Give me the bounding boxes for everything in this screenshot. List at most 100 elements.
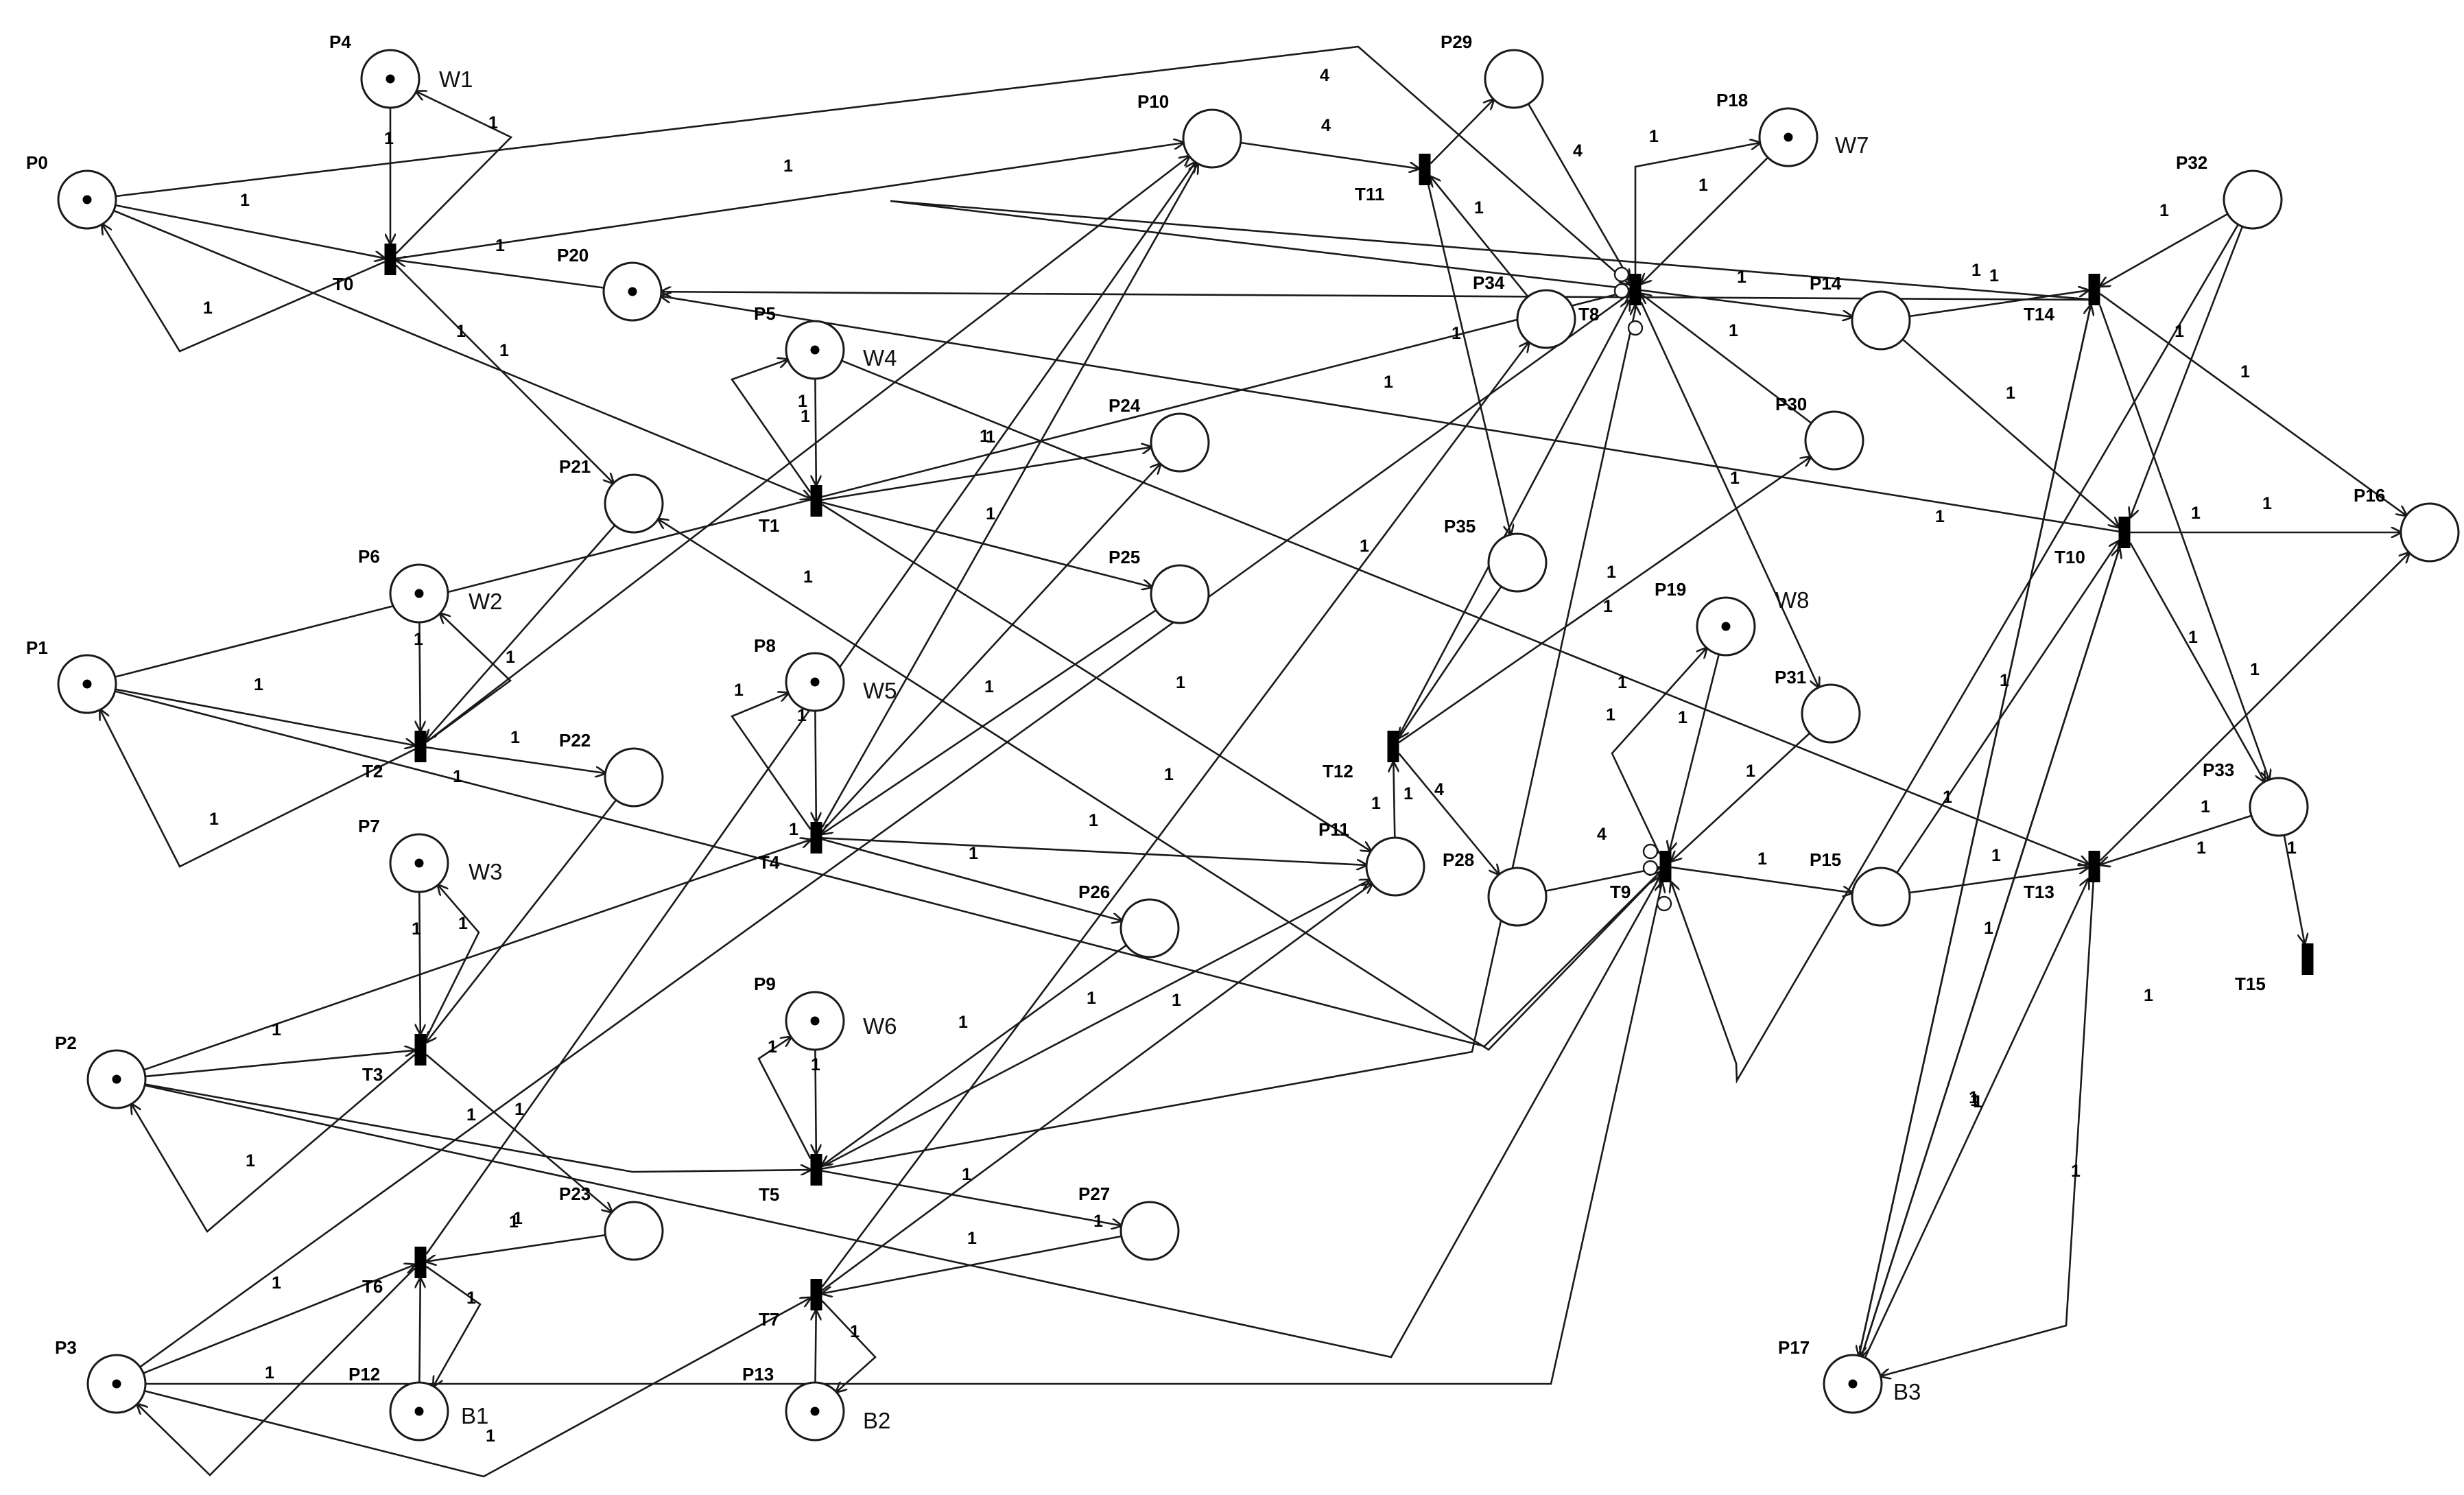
place-p10[interactable] <box>1182 108 1242 169</box>
arc-weight: 1 <box>514 1100 524 1119</box>
place-p15[interactable] <box>1851 867 1911 927</box>
arc-weight: 1 <box>811 1055 820 1074</box>
place-p31[interactable] <box>1801 683 1861 744</box>
arc-weight: 1 <box>850 1322 860 1341</box>
arc-t14-p33 <box>2098 305 2269 779</box>
transition-t5[interactable] <box>810 1154 822 1186</box>
place-label-p20: P20 <box>557 245 589 266</box>
transition-t6[interactable] <box>414 1247 427 1278</box>
place-p34[interactable] <box>1516 289 1576 349</box>
inhibitor-markers <box>1613 266 1672 912</box>
arc-weight: 1 <box>495 236 505 255</box>
place-p33[interactable] <box>2249 777 2309 837</box>
arc-p10-t11 <box>1240 141 1419 169</box>
arc-weight: 1 <box>969 844 978 863</box>
arc-weight: 1 <box>783 156 793 176</box>
arc-weight: 1 <box>801 407 810 426</box>
place-label-p4: P4 <box>329 32 351 52</box>
arc-weight: 1 <box>986 504 995 523</box>
arc-weight: 1 <box>1973 1092 1982 1111</box>
transition-t3[interactable] <box>414 1034 427 1066</box>
place-p21[interactable] <box>604 473 664 534</box>
transition-t9[interactable] <box>1659 851 1672 882</box>
arc-weight: 1 <box>1746 762 1755 781</box>
place-p32[interactable] <box>2223 169 2283 230</box>
arc-p19-t9 <box>1670 654 1720 851</box>
place-p11[interactable] <box>1365 836 1425 897</box>
arc-t13-p17 <box>1881 882 2094 1376</box>
place-p14[interactable] <box>1851 290 1911 351</box>
transition-t0[interactable] <box>384 244 396 275</box>
token-p6 <box>414 589 424 598</box>
arc-weight: 1 <box>456 322 466 341</box>
transition-t12[interactable] <box>1387 731 1399 762</box>
transition-t14[interactable] <box>2088 274 2100 305</box>
place-label-p22: P22 <box>559 730 591 751</box>
arc-t4-p10 <box>821 164 1198 828</box>
transition-label-t8: T8 <box>1578 304 1599 325</box>
place-p24[interactable] <box>1150 412 1210 473</box>
token-p2 <box>112 1074 121 1084</box>
arc-p3-t6 <box>143 1264 415 1374</box>
token-p5 <box>810 345 820 355</box>
arc-t5-p27 <box>822 1170 1122 1226</box>
arc-weight: 1 <box>466 1288 476 1308</box>
annotation-w7: W7 <box>1835 132 1869 158</box>
arc-t5-p9 <box>757 1037 812 1159</box>
place-p30[interactable] <box>1804 410 1864 471</box>
arc-p32-t14 <box>2100 213 2229 287</box>
arc-weight: 1 <box>1935 507 1945 526</box>
arc-p25-t4 <box>822 609 1157 834</box>
arc-t4-p26 <box>822 838 1122 921</box>
arc-p0-t1 <box>113 209 811 499</box>
arc-p34-t11 <box>1431 177 1529 298</box>
place-label-p34: P34 <box>1473 272 1505 293</box>
arc-weight: 1 <box>2159 201 2169 220</box>
place-label-p32: P32 <box>2176 152 2207 173</box>
transition-t8[interactable] <box>1629 274 1642 305</box>
place-p29[interactable] <box>1484 49 1544 109</box>
arc-t1-p5 <box>730 360 812 493</box>
inhibitor-marker <box>1642 843 1659 860</box>
place-p25[interactable] <box>1150 564 1210 624</box>
transition-t15[interactable] <box>2301 943 2314 975</box>
transition-t7[interactable] <box>810 1279 822 1310</box>
arc-weight: 1 <box>2262 494 2272 513</box>
arc-weight: 1 <box>958 1013 968 1032</box>
transition-t10[interactable] <box>2118 517 2131 548</box>
place-p26[interactable] <box>1120 898 1180 958</box>
arc-weight: 1 <box>1757 849 1767 869</box>
arc-weight: 1 <box>1474 198 1484 217</box>
arc-weight: 1 <box>1606 705 1615 725</box>
token-p12 <box>414 1406 424 1416</box>
arc-t14-p16 <box>2099 293 2407 515</box>
transition-t11[interactable] <box>1419 154 1431 185</box>
place-p22[interactable] <box>604 747 664 808</box>
place-p28[interactable] <box>1487 867 1548 927</box>
transition-t13[interactable] <box>2088 851 2100 882</box>
place-p16[interactable] <box>2400 502 2460 563</box>
place-p35[interactable] <box>1487 532 1548 593</box>
transition-t4[interactable] <box>810 822 822 854</box>
place-p27[interactable] <box>1120 1201 1180 1261</box>
arc-t2-p22 <box>426 746 606 773</box>
arc-p30-t8 <box>1642 294 1812 424</box>
place-label-p11: P11 <box>1318 819 1349 840</box>
place-label-p0: P0 <box>26 152 48 173</box>
arc-p12-t6 <box>419 1278 420 1383</box>
arc-weight: 4 <box>1321 116 1331 135</box>
arc-weight: 1 <box>1607 563 1616 582</box>
arc-t14-p17 <box>1859 305 2092 1356</box>
arc-weight: 1 <box>1371 794 1381 813</box>
transition-t1[interactable] <box>810 485 822 517</box>
place-p23[interactable] <box>604 1201 664 1261</box>
arcs-layer <box>100 45 2409 1478</box>
arc-p15-t13 <box>1909 867 2089 894</box>
arc-weight: 1 <box>1172 991 1181 1010</box>
transition-t2[interactable] <box>414 731 427 762</box>
arc-p15-t10 <box>1896 541 2118 873</box>
place-label-p30: P30 <box>1775 394 1807 414</box>
inhibitor-marker <box>1613 283 1630 299</box>
arc-t4-p24 <box>821 464 1161 832</box>
